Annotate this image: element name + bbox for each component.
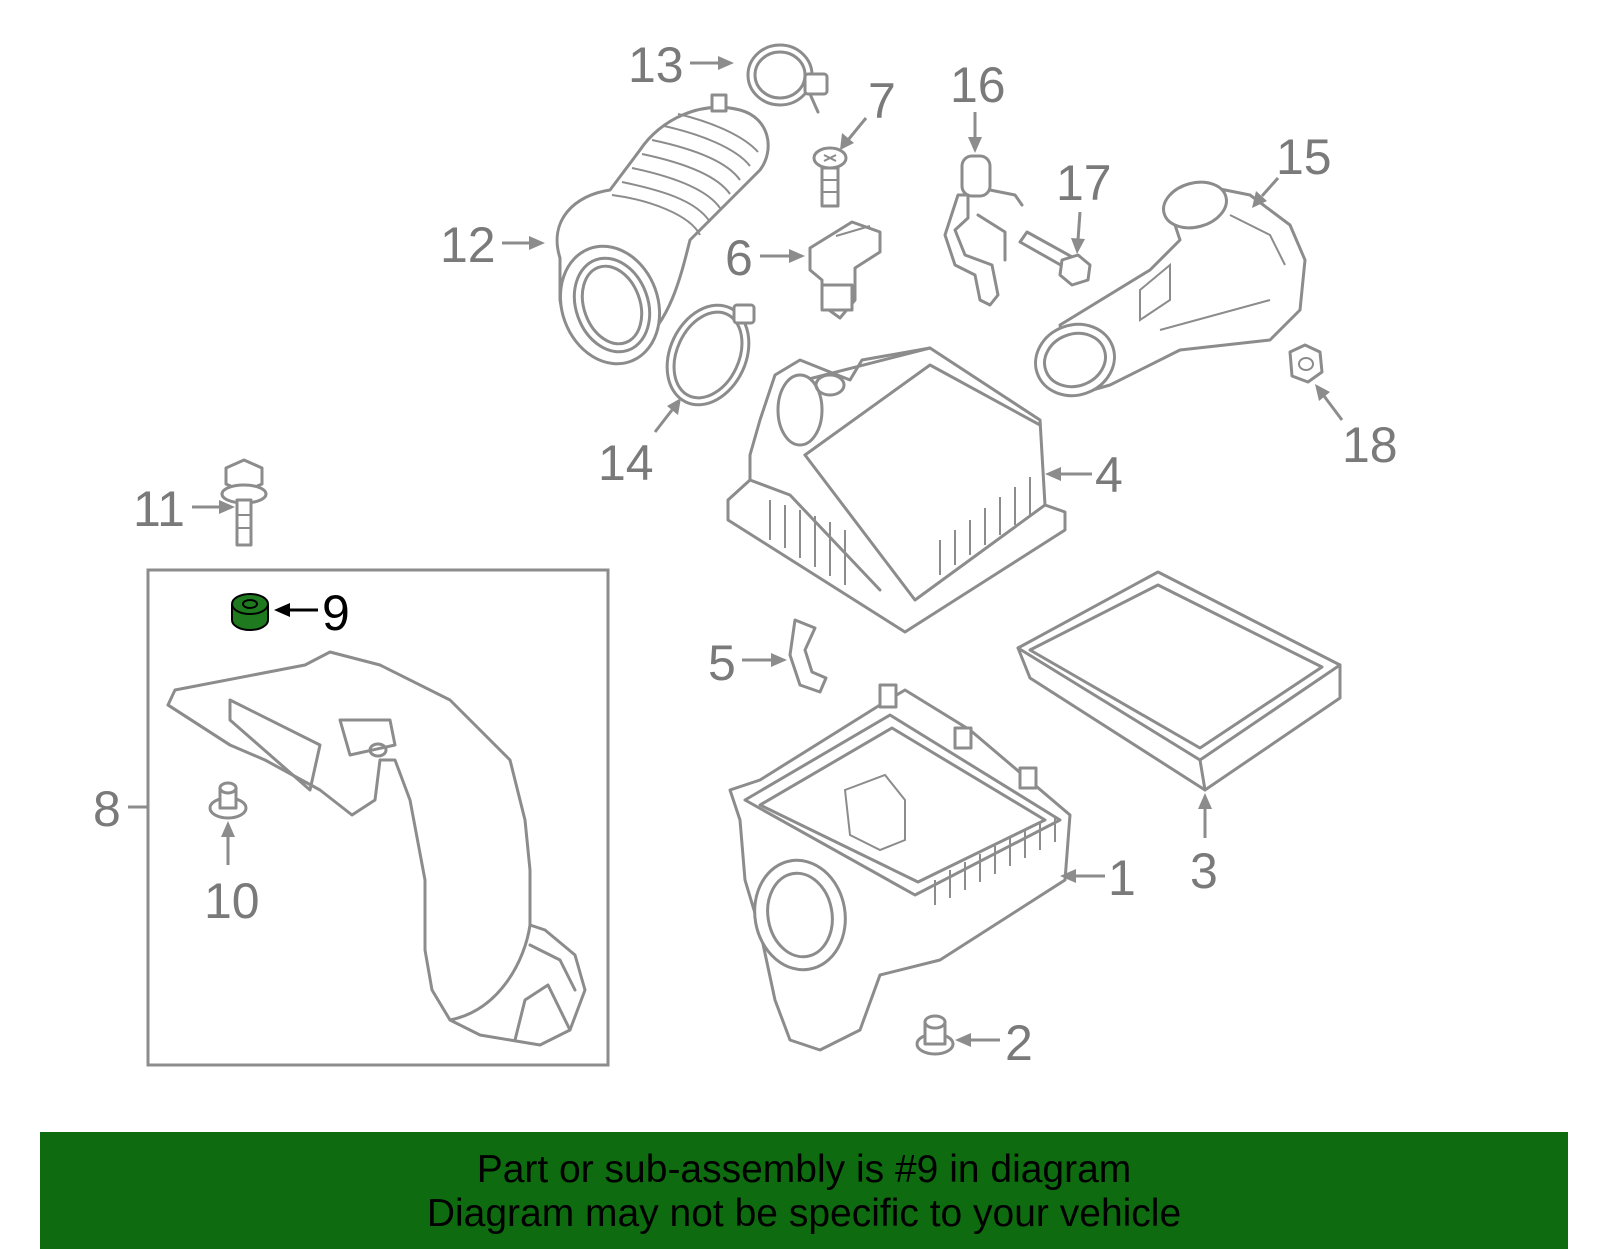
callout-6: 6 <box>725 230 753 286</box>
part-15-intake-duct[interactable] <box>1025 175 1307 406</box>
callout-labels: 13 7 16 17 15 12 6 14 18 4 11 9 5 8 10 1… <box>93 37 1398 1071</box>
part-9-grommet-highlighted[interactable] <box>231 593 269 631</box>
info-banner: Part or sub-assembly is #9 in diagram Di… <box>40 1132 1568 1249</box>
part-6-sensor[interactable] <box>808 220 882 320</box>
callout-15: 15 <box>1276 129 1332 185</box>
part-2-grommet[interactable] <box>915 1014 955 1056</box>
callout-18: 18 <box>1342 417 1398 473</box>
callout-7: 7 <box>868 73 896 129</box>
part-12-intake-hose[interactable] <box>544 93 770 378</box>
part-10-push-pin[interactable] <box>208 781 248 820</box>
callout-5: 5 <box>708 635 736 691</box>
callout-12: 12 <box>440 217 496 273</box>
leader-lines <box>128 56 1344 1047</box>
part-5-clip[interactable] <box>788 618 828 694</box>
banner-line-1: Part or sub-assembly is #9 in diagram <box>476 1148 1132 1191</box>
callout-14: 14 <box>598 435 654 491</box>
callout-11: 11 <box>133 481 185 537</box>
part-3-air-filter[interactable] <box>1016 570 1342 792</box>
callout-2: 2 <box>1005 1015 1033 1071</box>
part-16-bracket[interactable] <box>943 154 1024 307</box>
part-13-clamp[interactable] <box>746 43 829 114</box>
callout-17: 17 <box>1056 155 1112 211</box>
callout-9-highlighted: 9 <box>322 585 350 641</box>
callout-13: 13 <box>628 37 684 93</box>
callout-1: 1 <box>1108 850 1136 906</box>
part-7-screw[interactable] <box>812 146 848 208</box>
banner-line-2: Diagram may not be specific to your vehi… <box>426 1192 1182 1235</box>
callout-10: 10 <box>204 873 260 929</box>
part-18-nut[interactable] <box>1288 343 1324 384</box>
callout-16: 16 <box>950 57 1006 113</box>
callout-8: 8 <box>93 781 121 837</box>
parts-diagram: 13 7 16 17 15 12 6 14 18 4 11 9 5 8 10 1… <box>93 37 1398 1071</box>
part-17-bolt[interactable] <box>1018 230 1092 287</box>
callout-4: 4 <box>1095 447 1123 503</box>
callout-3: 3 <box>1190 843 1218 899</box>
part-1-air-cleaner-box[interactable] <box>728 683 1072 1052</box>
part-14-clamp[interactable] <box>652 292 765 418</box>
part-11-bolt[interactable] <box>220 458 268 547</box>
part-4-air-cleaner-cover[interactable] <box>726 346 1067 634</box>
inset-frame-part-8 <box>146 568 610 1067</box>
part-8-air-duct[interactable] <box>166 650 587 1047</box>
